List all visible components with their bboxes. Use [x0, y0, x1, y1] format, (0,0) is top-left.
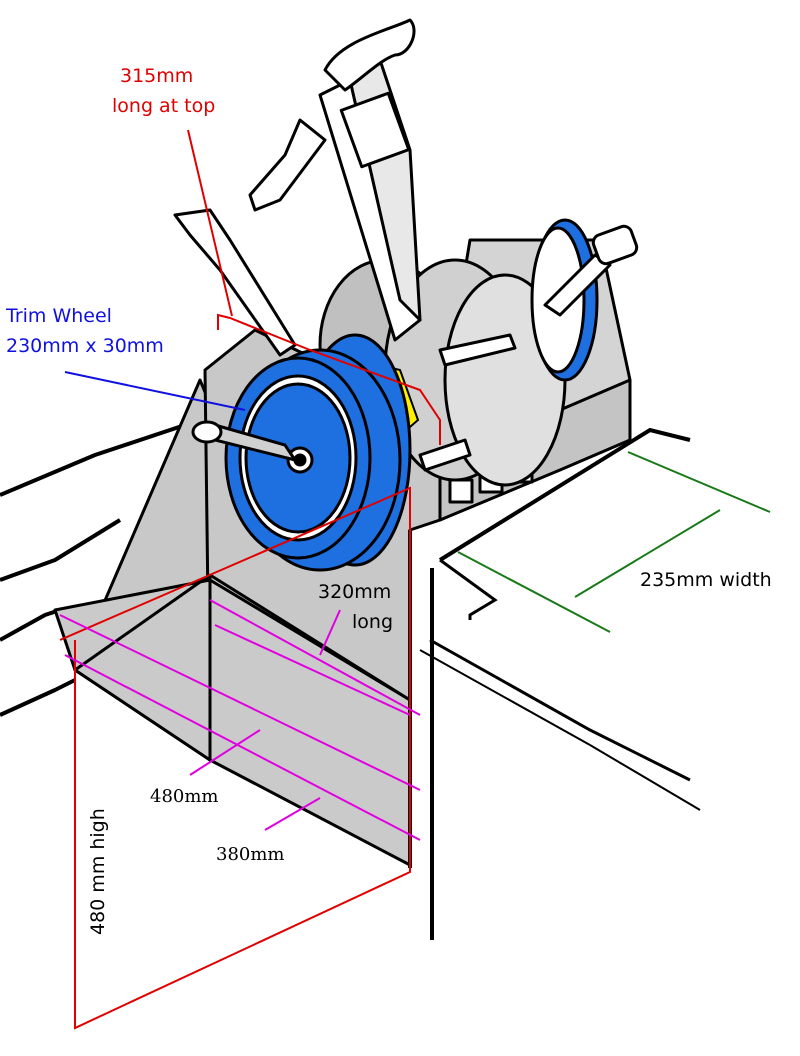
- dimension-top-length: [187, 129, 441, 445]
- label-height: 480 mm high: [87, 808, 109, 935]
- label-top-length-2: long at top: [112, 95, 215, 117]
- dimension-width: [457, 451, 771, 633]
- right-console-surface: [419, 427, 701, 940]
- trim-wheel: [191, 333, 412, 572]
- dimension-footprint: [59, 486, 411, 1030]
- label-base-380: 380mm: [216, 844, 285, 865]
- label-top-length-1: 315mm: [120, 65, 193, 87]
- label-width: 235mm width: [640, 569, 772, 591]
- label-trim-wheel-2: 230mm x 30mm: [6, 335, 164, 357]
- label-side-length-2: long: [352, 611, 393, 633]
- label-side-length-1: 320mm: [318, 581, 391, 603]
- trim-wheel-leader: [64, 371, 246, 411]
- left-desk-panel: [0, 418, 201, 717]
- label-trim-wheel-1: Trim Wheel: [5, 305, 112, 327]
- label-base-480: 480mm: [150, 786, 219, 807]
- dimension-base-lines: [59, 599, 421, 841]
- throttle-levers: [173, 18, 639, 472]
